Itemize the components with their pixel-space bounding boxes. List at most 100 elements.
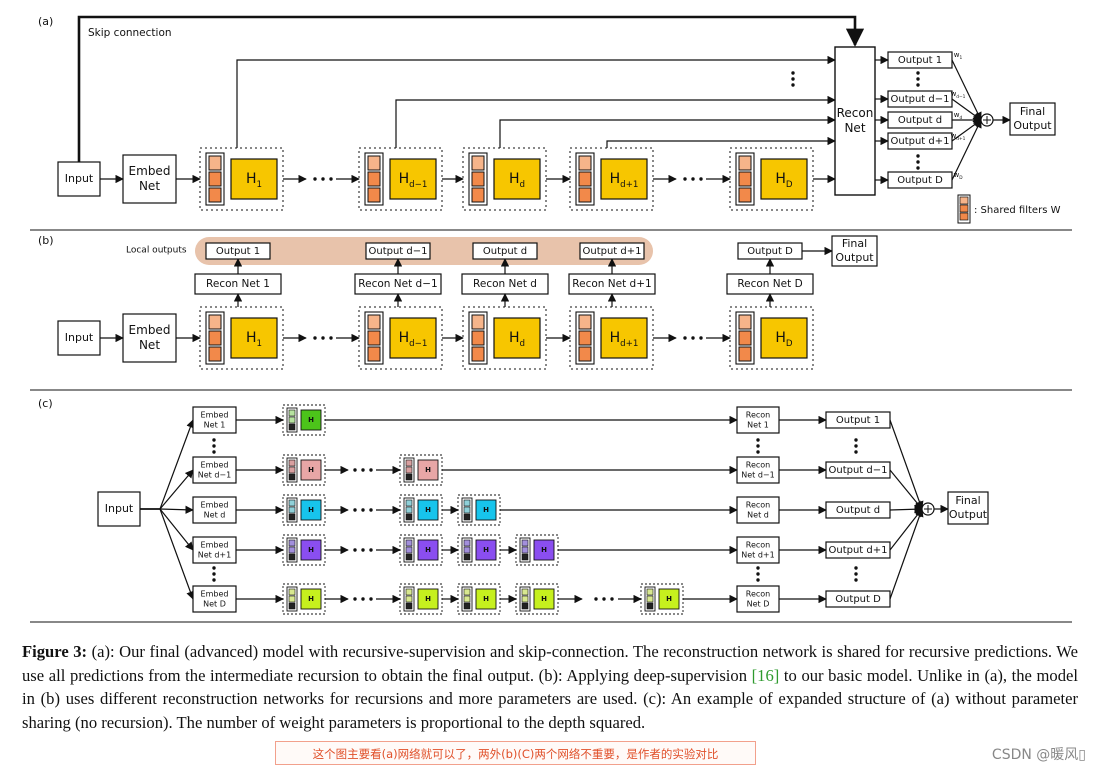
- filter-block: [578, 346, 592, 362]
- embed-net-label: Embed: [201, 541, 229, 550]
- tap-line: [499, 115, 836, 148]
- output-box: [365, 242, 431, 260]
- ellipsis-dot: [854, 438, 858, 442]
- ellipsis-dot: [212, 444, 216, 448]
- fan-line: [140, 469, 194, 510]
- stage-block: [230, 158, 278, 200]
- filter-block-small: [463, 553, 471, 561]
- stage-label-small: H: [425, 595, 431, 603]
- output-label: Output D: [835, 594, 881, 605]
- filter-block-small: [463, 602, 471, 610]
- final-output-box: [1009, 102, 1056, 136]
- filter-block: [367, 187, 381, 203]
- filter-block-small: [405, 513, 413, 521]
- stage-label-small: H: [666, 595, 672, 603]
- weight-label: wd+1: [951, 132, 966, 142]
- weight-label: wD: [953, 171, 963, 181]
- tap-line: [236, 55, 836, 148]
- ellipsis-dot: [916, 77, 920, 81]
- ellipsis-dot: [361, 468, 365, 472]
- filter-block: [738, 171, 752, 187]
- watermark: CSDN @暖风▯: [991, 747, 1086, 763]
- filter-block-small: [288, 473, 296, 481]
- recon-net-box: [834, 46, 876, 196]
- ellipsis-dot: [854, 572, 858, 576]
- embed-net-box: [192, 585, 237, 613]
- recon-net-box: [736, 406, 780, 434]
- stage-label-small: H: [308, 466, 314, 474]
- stage-block-small: [475, 539, 497, 561]
- stage-block-small: [475, 499, 497, 521]
- recon-net-label: Net d−1: [741, 471, 774, 480]
- input-box: [57, 320, 101, 356]
- legend-label: : Shared filters W: [974, 205, 1061, 216]
- embed-net-label: Net 1: [204, 421, 226, 430]
- filter-block-small: [405, 539, 413, 547]
- ellipsis-dot: [602, 597, 606, 601]
- ellipsis-dot: [916, 160, 920, 164]
- output-label: Output D: [897, 175, 943, 186]
- recon-net-label: Recon: [746, 501, 770, 510]
- filter-block: [208, 346, 222, 362]
- fan-line: [140, 419, 195, 510]
- recon-net-box: [736, 496, 780, 524]
- stage-label: Hd−1: [399, 330, 428, 349]
- input-box: [97, 491, 141, 527]
- filter-block: [578, 155, 592, 171]
- merge-line: [889, 505, 923, 514]
- output-label: Output 1: [836, 415, 880, 426]
- ellipsis-dot: [361, 508, 365, 512]
- filter-block-small: [288, 595, 296, 603]
- final-output-box: [831, 235, 878, 267]
- filter-block-small: [405, 546, 413, 554]
- stage-block-small: [300, 588, 322, 610]
- recon-net-label: Recon: [837, 106, 874, 120]
- embed-net-label: Net d−1: [198, 471, 231, 480]
- stage-block-small: [417, 459, 439, 481]
- ellipsis-dot: [683, 336, 687, 340]
- output-box: [205, 242, 271, 260]
- output-box: [472, 242, 538, 260]
- stage-block-small: [658, 588, 680, 610]
- recon-net-label: Net 1: [747, 421, 769, 430]
- stage-label: H1: [246, 330, 262, 349]
- final-output-label: Final: [842, 237, 867, 250]
- filter-block-small: [288, 588, 296, 596]
- weight-line: [951, 119, 982, 181]
- ellipsis-dot: [321, 336, 325, 340]
- skip-connection-label: Skip connection: [88, 27, 172, 39]
- ellipsis-dot: [691, 336, 695, 340]
- stage-block: [760, 158, 808, 200]
- embed-net-label: Net d+1: [198, 551, 231, 560]
- merge-line: [889, 508, 923, 551]
- ellipsis-dot: [756, 438, 760, 442]
- filter-block: [578, 330, 592, 346]
- filter-block-small: [288, 459, 296, 467]
- stage-block: [600, 158, 648, 200]
- filter-block: [471, 171, 485, 187]
- caption-reference-link[interactable]: [16]: [751, 665, 780, 685]
- ellipsis-dot: [916, 83, 920, 87]
- embed-net-label: Embed: [201, 461, 229, 470]
- stage-label: Hd−1: [399, 171, 428, 190]
- filter-block: [471, 314, 485, 330]
- filter-block: [738, 187, 752, 203]
- merge-line: [889, 419, 924, 510]
- filter-block-small: [646, 595, 654, 603]
- filter-block: [738, 155, 752, 171]
- input-label: Input: [65, 172, 94, 185]
- recon-net-box: [736, 585, 780, 613]
- recon-net-box: [736, 536, 780, 564]
- embed-net-label: Net D: [203, 600, 226, 609]
- tap-line: [606, 136, 836, 148]
- ellipsis-dot: [854, 578, 858, 582]
- filter-block-small: [521, 588, 529, 596]
- caption-text-1: (a): Our final (advanced) model with rec…: [22, 642, 1078, 685]
- output-box: [579, 242, 645, 260]
- stage-block: [493, 158, 541, 200]
- legend-filter-block: [959, 196, 969, 205]
- embed-net-box: [122, 154, 177, 204]
- ellipsis-dot: [756, 450, 760, 454]
